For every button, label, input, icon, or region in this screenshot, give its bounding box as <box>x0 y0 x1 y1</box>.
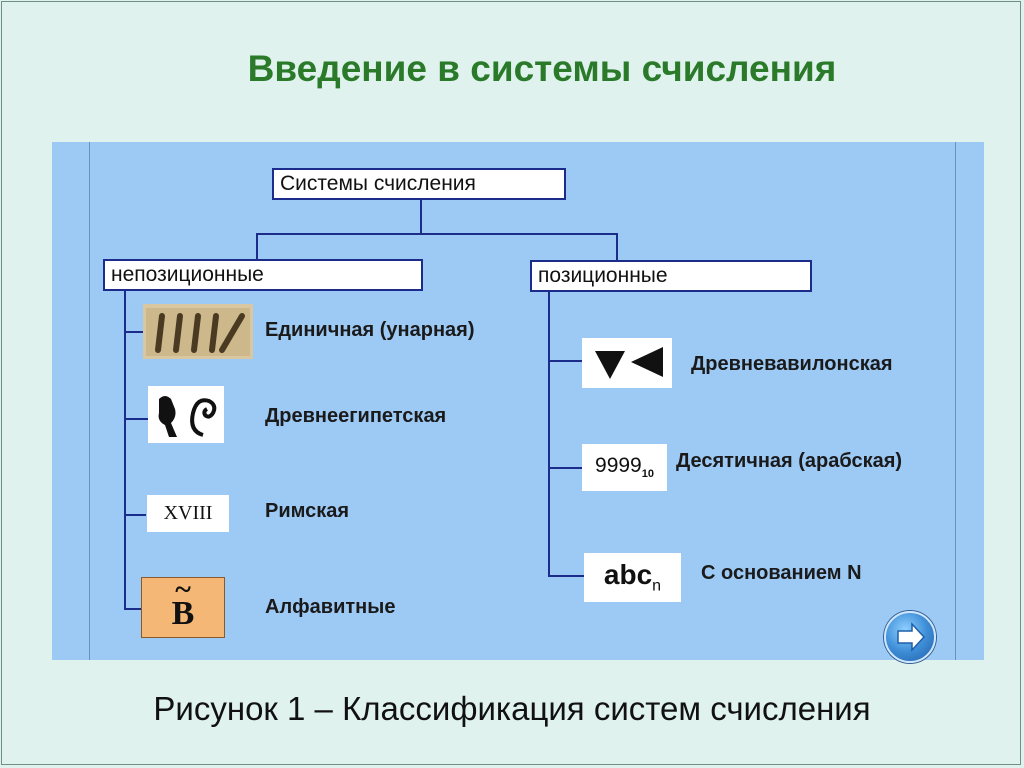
connector-right-item <box>548 360 582 362</box>
connector-right-branch <box>616 233 618 260</box>
item-label-alphabetic: Алфавитные <box>265 596 396 618</box>
base-n-icon: abcn <box>584 553 681 602</box>
connector-left-item <box>124 608 142 610</box>
connector-right-trunk <box>548 291 550 577</box>
alphabetic-numeral-icon: ~ В <box>141 577 225 638</box>
connector-right-item <box>548 467 582 469</box>
slide-title: Введение в системы счисления <box>247 48 837 89</box>
connector-left-branch <box>256 233 258 260</box>
branch-box-nonpositional: непозиционные <box>103 259 423 291</box>
connector-right-item <box>548 575 584 577</box>
decimal-number-icon: 999910 <box>582 444 667 491</box>
item-label-decimal: Десятичная (арабская) <box>676 450 903 472</box>
item-label-roman: Римская <box>265 500 350 522</box>
connector-left-item <box>124 418 148 420</box>
item-label-egyptian: Древнеегипетская <box>265 405 447 427</box>
connector-left-item <box>124 331 144 333</box>
tally-marks-icon <box>143 304 253 359</box>
figure-caption: Рисунок 1 – Классификация систем счислен… <box>153 690 871 727</box>
item-label-base-n: С основанием N <box>701 562 862 584</box>
panel-divider-left <box>89 142 90 660</box>
roman-numeral-icon: XVIII <box>147 495 229 532</box>
babylonian-cuneiform-icon <box>582 338 672 388</box>
next-slide-button[interactable] <box>884 611 936 663</box>
arrow-right-icon <box>897 622 926 652</box>
root-box: Системы счисления <box>272 168 566 200</box>
connector-branch-bar <box>256 233 618 235</box>
item-label-babylonian: Древневавилонская <box>691 353 893 375</box>
connector-left-item <box>124 514 146 516</box>
connector-left-trunk <box>124 289 126 610</box>
panel-divider-right <box>955 142 956 660</box>
connector-root <box>420 198 422 234</box>
branch-box-positional: позиционные <box>530 260 812 292</box>
egyptian-hieroglyph-icon <box>148 386 224 443</box>
item-label-unary: Единичная (унарная) <box>265 319 475 341</box>
